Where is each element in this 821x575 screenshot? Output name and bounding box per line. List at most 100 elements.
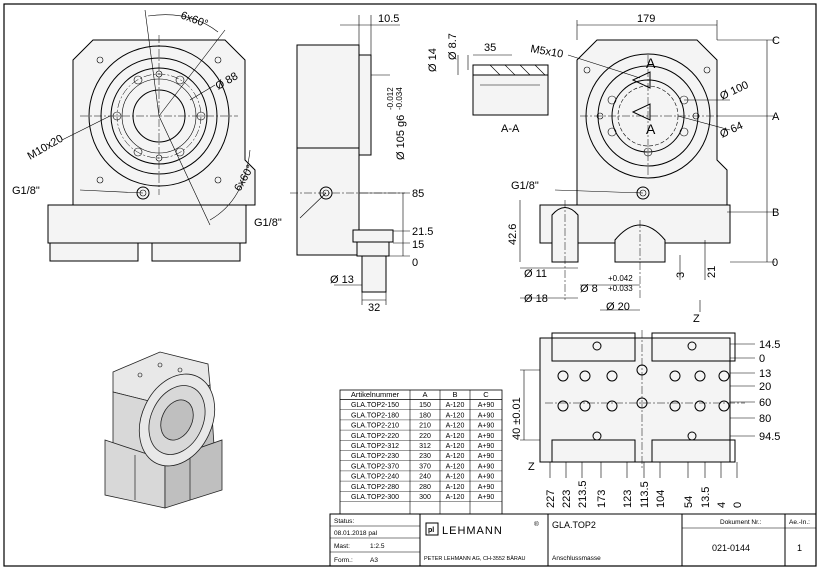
- bottom-dim-label: 0: [732, 502, 744, 508]
- right-h-21: 21: [706, 266, 718, 278]
- title-block: Status: 08.01.2018 pal Mast: 1:2.5 Form.…: [329, 513, 817, 567]
- part-description: Anschlussmasse: [552, 555, 601, 562]
- table-cell: 370: [419, 463, 431, 470]
- side-h-15: 15: [412, 239, 424, 251]
- right-dim-label: 80: [759, 413, 771, 425]
- right-h-42-6: 42.6: [507, 224, 519, 245]
- side-h-21-5: 21.5: [412, 226, 433, 238]
- table-cell: A+90: [478, 474, 495, 481]
- bottom-dim-label: 123: [622, 490, 634, 508]
- bottom-dim-label: 13.5: [700, 487, 712, 508]
- table-cell: 312: [419, 443, 431, 450]
- table-cell: GLA.TOP2-312: [351, 443, 399, 450]
- bottom-h-40: 40 ±0.01: [511, 397, 523, 440]
- company-address: PETER LEHMANN AG, CH-3552 BÄRAU: [424, 555, 526, 562]
- right-ref-0: 0: [772, 257, 778, 269]
- right-dim-label: 20: [759, 381, 771, 393]
- rev-value: 1: [797, 543, 802, 553]
- table-cell: 180: [419, 412, 431, 419]
- table-cell: 150: [419, 402, 431, 409]
- table-cell: A-120: [446, 423, 465, 430]
- side-w-32: 32: [368, 302, 380, 314]
- table-cell: 240: [419, 474, 431, 481]
- table-cell: A-120: [446, 494, 465, 501]
- table-cell: A-120: [446, 474, 465, 481]
- table-cell: GLA.TOP2-230: [351, 453, 399, 460]
- right-dim-label: 60: [759, 397, 771, 409]
- right-tol-lo: +0.033: [608, 284, 633, 293]
- table-cell: A+90: [478, 412, 495, 419]
- front-thread-dim: M10x20: [26, 133, 66, 163]
- table-cell: A-120: [446, 463, 465, 470]
- table-cell: 230: [419, 453, 431, 460]
- table-cell: A+90: [478, 423, 495, 430]
- table-cell: A-120: [446, 412, 465, 419]
- right-port: G1/8": [511, 180, 539, 192]
- table-cell: A+90: [478, 402, 495, 409]
- rev-label: Ae.-In.:: [789, 519, 810, 526]
- section-d-8-7: Ø 8.7: [447, 33, 459, 60]
- table-header-1: A: [422, 390, 427, 399]
- section-w-35: 35: [484, 42, 496, 54]
- format-label: Form.:: [334, 557, 353, 564]
- table-cell: A-120: [446, 433, 465, 440]
- table-cell: GLA.TOP2-210: [351, 423, 399, 430]
- table-cell: GLA.TOP2-280: [351, 484, 399, 491]
- right-thread: M5x10: [529, 43, 564, 61]
- side-tol-lower: -0.034: [395, 87, 404, 110]
- side-view: 10.5 -0.012 -0.034 Ø 105 g6 G1/8" 85 21.…: [254, 13, 433, 314]
- right-d-11: Ø 11: [524, 268, 547, 280]
- table-cell: 280: [419, 484, 431, 491]
- doc-label: Dokument Nr.:: [720, 519, 762, 526]
- table-cell: A-120: [446, 443, 465, 450]
- table-cell: A+90: [478, 484, 495, 491]
- right-dim-label: 13: [759, 368, 771, 380]
- side-h-0: 0: [412, 257, 418, 269]
- side-port-label: G1/8": [254, 217, 282, 229]
- doc-number: 021-0144: [712, 543, 750, 553]
- bottom-dim-label: 54: [683, 496, 695, 508]
- right-ref-b: B: [772, 207, 779, 219]
- right-ref-a: A: [772, 111, 780, 123]
- right-view: A A 179 M5x10 Ø 100 Ø 64 G1/8" C A B 0 4…: [507, 13, 780, 325]
- table-cell: GLA.TOP2-240: [351, 474, 399, 481]
- table-header-3: C: [483, 390, 489, 399]
- table-cell: A-120: [446, 402, 465, 409]
- right-w-179: 179: [637, 13, 655, 25]
- bottom-dim-label: 227: [545, 490, 557, 508]
- right-dim-label: 14.5: [759, 339, 780, 351]
- table-cell: 220: [419, 433, 431, 440]
- bottom-dim-label: 113.5: [639, 481, 651, 508]
- part-name: GLA.TOP2: [552, 520, 596, 530]
- table-cell: 300: [419, 494, 431, 501]
- scale-value: 1:2.5: [370, 543, 385, 550]
- date-value: 08.01.2018 pal: [334, 530, 378, 537]
- table-cell: A-120: [446, 453, 465, 460]
- side-tol-upper: -0.012: [386, 87, 395, 110]
- right-d-20: Ø 20: [606, 301, 630, 313]
- right-d-18: Ø 18: [524, 293, 548, 305]
- table-cell: A+90: [478, 453, 495, 460]
- table-cell: 210: [419, 423, 431, 430]
- table-cell: A+90: [478, 463, 495, 470]
- scale-label: Mast:: [334, 543, 350, 550]
- front-view: 6x60° Ø 88 M10x20 6x60° G1/8": [12, 10, 257, 262]
- right-dim-label: 0: [759, 353, 765, 365]
- bottom-dim-label: 4: [716, 502, 728, 508]
- right-d-8: Ø 8: [580, 283, 598, 295]
- table-cell: GLA.TOP2-220: [351, 433, 399, 440]
- side-tolerance-dim: Ø 105 g6: [395, 115, 407, 160]
- logo-mark-text: pl: [428, 527, 434, 534]
- table-cell: GLA.TOP2-150: [351, 402, 399, 409]
- right-dim-label: 94.5: [759, 431, 780, 443]
- right-mark-a2: A: [646, 121, 656, 137]
- table-cell: A+90: [478, 494, 495, 501]
- table-cell: A-120: [446, 484, 465, 491]
- bottom-dim-label: 213.5: [577, 480, 589, 508]
- table-cell: A+90: [478, 433, 495, 440]
- section-view: Ø 14 Ø 8.7 35 A-A: [427, 33, 549, 135]
- bottom-dim-label: 104: [655, 490, 667, 508]
- side-width-top: 10.5: [378, 13, 399, 25]
